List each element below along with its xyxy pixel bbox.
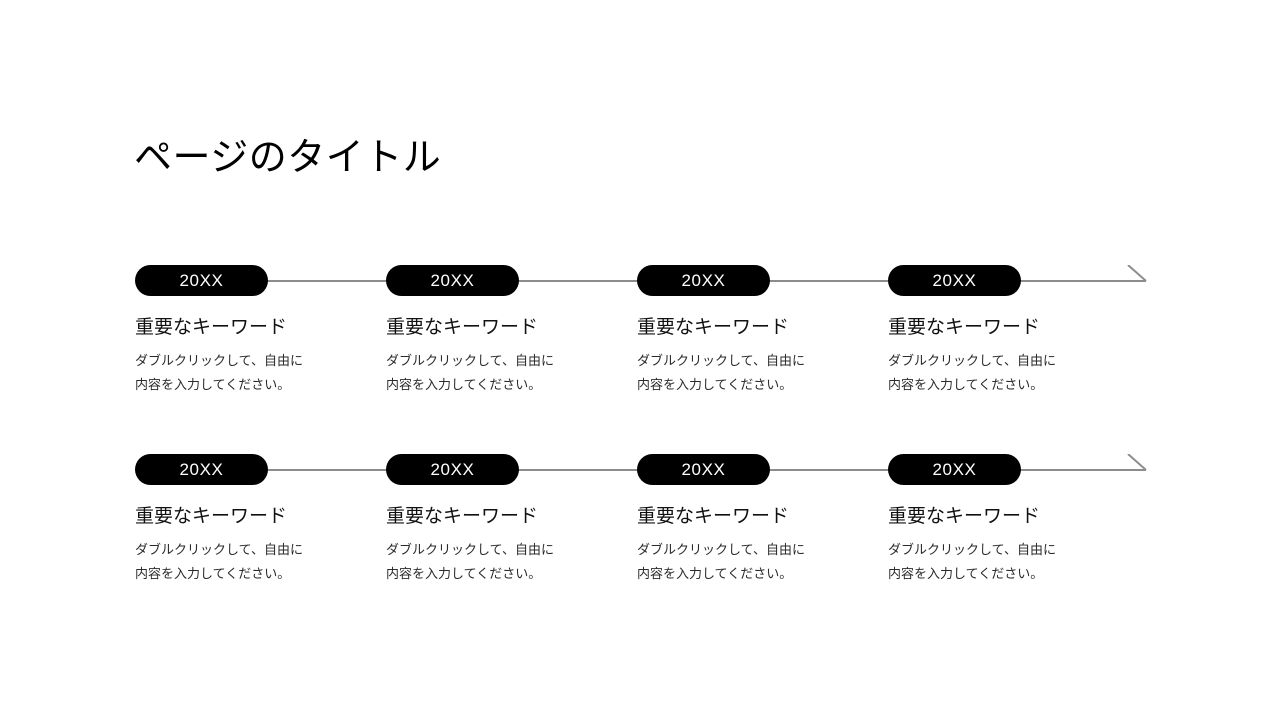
timeline-item[interactable]: 20XX 重要なキーワード ダブルクリックして、自由に 内容を入力してください。 bbox=[637, 454, 877, 586]
timeline-row-1: 20XX 重要なキーワード ダブルクリックして、自由に 内容を入力してください。… bbox=[0, 265, 1280, 445]
year-badge[interactable]: 20XX bbox=[386, 454, 519, 485]
milestone-heading: 重要なキーワード bbox=[135, 317, 288, 338]
milestone-body: ダブルクリックして、自由に 内容を入力してください。 bbox=[888, 538, 1080, 586]
year-label: 20XX bbox=[179, 270, 224, 290]
year-label: 20XX bbox=[932, 270, 977, 290]
milestone-body-line: 内容を入力してください。 bbox=[135, 377, 291, 392]
year-label: 20XX bbox=[430, 270, 475, 290]
milestone-body-line: 内容を入力してください。 bbox=[888, 377, 1044, 392]
milestone-body: ダブルクリックして、自由に 内容を入力してください。 bbox=[135, 538, 327, 586]
milestone-body: ダブルクリックして、自由に 内容を入力してください。 bbox=[637, 349, 829, 397]
milestone-body-line: 内容を入力してください。 bbox=[637, 566, 793, 581]
milestone-body-line: ダブルクリックして、自由に bbox=[386, 542, 554, 557]
timeline-item[interactable]: 20XX 重要なキーワード ダブルクリックして、自由に 内容を入力してください。 bbox=[637, 265, 877, 397]
timeline-item[interactable]: 20XX 重要なキーワード ダブルクリックして、自由に 内容を入力してください。 bbox=[386, 265, 626, 397]
year-label: 20XX bbox=[681, 459, 726, 479]
year-badge[interactable]: 20XX bbox=[637, 265, 770, 296]
timeline-item[interactable]: 20XX 重要なキーワード ダブルクリックして、自由に 内容を入力してください。 bbox=[135, 265, 375, 397]
milestone-body-line: 内容を入力してください。 bbox=[386, 566, 542, 581]
milestone-body-line: ダブルクリックして、自由に bbox=[637, 542, 805, 557]
milestone-heading: 重要なキーワード bbox=[135, 506, 288, 527]
timeline-item[interactable]: 20XX 重要なキーワード ダブルクリックして、自由に 内容を入力してください。 bbox=[888, 454, 1128, 586]
milestone-body-line: ダブルクリックして、自由に bbox=[888, 353, 1056, 368]
milestone-body-line: 内容を入力してください。 bbox=[135, 566, 291, 581]
milestone-heading: 重要なキーワード bbox=[888, 506, 1041, 527]
year-badge[interactable]: 20XX bbox=[637, 454, 770, 485]
timeline-item[interactable]: 20XX 重要なキーワード ダブルクリックして、自由に 内容を入力してください。 bbox=[888, 265, 1128, 397]
year-badge[interactable]: 20XX bbox=[888, 454, 1021, 485]
milestone-body-line: 内容を入力してください。 bbox=[888, 566, 1044, 581]
milestone-heading: 重要なキーワード bbox=[637, 506, 790, 527]
year-label: 20XX bbox=[681, 270, 726, 290]
milestone-body-line: 内容を入力してください。 bbox=[386, 377, 542, 392]
milestone-body-line: ダブルクリックして、自由に bbox=[637, 353, 805, 368]
timeline-item[interactable]: 20XX 重要なキーワード ダブルクリックして、自由に 内容を入力してください。 bbox=[135, 454, 375, 586]
year-badge[interactable]: 20XX bbox=[888, 265, 1021, 296]
milestone-body-line: ダブルクリックして、自由に bbox=[135, 353, 303, 368]
milestone-heading: 重要なキーワード bbox=[386, 506, 539, 527]
milestone-body: ダブルクリックして、自由に 内容を入力してください。 bbox=[135, 349, 327, 397]
page-title: ページのタイトル bbox=[134, 137, 442, 179]
milestone-body: ダブルクリックして、自由に 内容を入力してください。 bbox=[888, 349, 1080, 397]
milestone-body-line: ダブルクリックして、自由に bbox=[386, 353, 554, 368]
year-label: 20XX bbox=[179, 459, 224, 479]
year-badge[interactable]: 20XX bbox=[135, 454, 268, 485]
milestone-heading: 重要なキーワード bbox=[386, 317, 539, 338]
milestone-body: ダブルクリックして、自由に 内容を入力してください。 bbox=[386, 349, 578, 397]
milestone-heading: 重要なキーワード bbox=[888, 317, 1041, 338]
milestone-body-line: ダブルクリックして、自由に bbox=[135, 542, 303, 557]
milestone-body-line: 内容を入力してください。 bbox=[637, 377, 793, 392]
year-badge[interactable]: 20XX bbox=[386, 265, 519, 296]
milestone-body-line: ダブルクリックして、自由に bbox=[888, 542, 1056, 557]
year-badge[interactable]: 20XX bbox=[135, 265, 268, 296]
year-label: 20XX bbox=[430, 459, 475, 479]
timeline-row-2: 20XX 重要なキーワード ダブルクリックして、自由に 内容を入力してください。… bbox=[0, 454, 1280, 634]
milestone-body: ダブルクリックして、自由に 内容を入力してください。 bbox=[637, 538, 829, 586]
timeline-item[interactable]: 20XX 重要なキーワード ダブルクリックして、自由に 内容を入力してください。 bbox=[386, 454, 626, 586]
year-label: 20XX bbox=[932, 459, 977, 479]
milestone-body: ダブルクリックして、自由に 内容を入力してください。 bbox=[386, 538, 578, 586]
milestone-heading: 重要なキーワード bbox=[637, 317, 790, 338]
